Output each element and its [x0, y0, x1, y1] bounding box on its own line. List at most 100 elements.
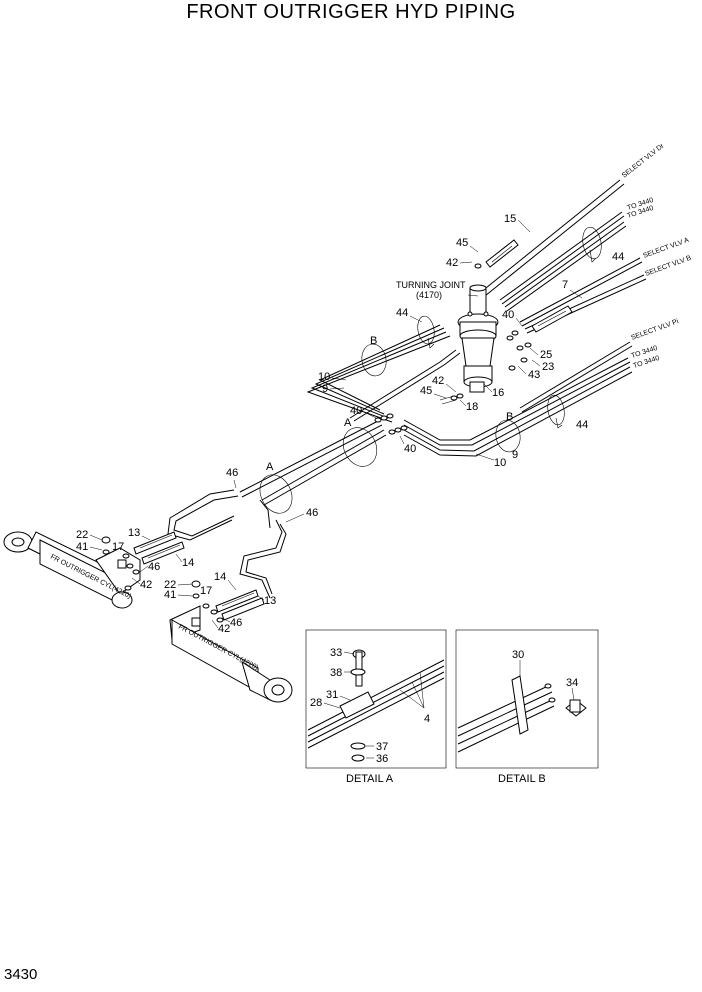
callout-9-upper-text: 9: [322, 383, 328, 395]
callout-22-right-text: 22: [164, 579, 176, 591]
callout-17-right-text: 17: [200, 585, 212, 597]
callout-10-lower: 10: [475, 453, 506, 469]
callout-17-right: 17: [200, 585, 212, 597]
callout-46-top: 46: [226, 467, 238, 489]
clamp-44-upper: [582, 226, 602, 263]
callout-45-mid-text: 45: [420, 385, 432, 397]
middle-pipe-bundle: [306, 324, 461, 423]
sheet-title: FRONT OUTRIGGER HYD PIPING: [186, 1, 516, 23]
callout-9-lower-text: 9: [512, 449, 518, 461]
callout-42-mid: 42: [432, 375, 457, 393]
fittings-turning-joint: [439, 263, 532, 405]
turning-joint: [457, 284, 499, 393]
detail-a-caption: DETAIL A: [346, 773, 394, 785]
turning-joint-ref: (4170): [416, 290, 442, 300]
hose-14-left: [141, 541, 185, 565]
callout-7: 7: [562, 279, 583, 299]
callout-43-text: 43: [528, 369, 540, 381]
callout-22-right: 22: [164, 579, 193, 591]
turning-joint-label: TURNING JOINT: [396, 280, 466, 290]
callout-46-top-text: 46: [226, 467, 238, 479]
callout-22-left: 22: [76, 529, 103, 541]
dest-select-vlv-b: SELECT VLV B: [644, 255, 692, 278]
callout-46-left-text: 46: [148, 561, 160, 573]
dest-select-vlv-pi: SELECT VLV Pi: [630, 318, 680, 342]
hose-13-left: [133, 531, 177, 555]
detail-b-caption: DETAIL B: [498, 773, 546, 785]
callout-25-text: 25: [540, 349, 552, 361]
callout-13-right-text: 13: [264, 595, 276, 607]
section-circle-a-upper: [342, 427, 378, 467]
callout-38: 38: [330, 667, 342, 679]
callout-4: 4: [424, 713, 430, 725]
callout-45-mid: 45: [420, 385, 447, 399]
dest-select-vlv-dr: SELECT VLV Dr: [621, 142, 666, 179]
section-mark-b-upper: B: [370, 335, 377, 347]
callout-41-right: 41: [164, 589, 193, 601]
callout-25: 25: [529, 347, 552, 361]
callout-14-left: 14: [175, 553, 194, 569]
callout-10-upper: 10: [318, 371, 347, 383]
callout-13-left-text: 13: [128, 527, 140, 539]
callout-16: 16: [483, 383, 504, 399]
detail-a-pipes: [307, 659, 445, 749]
callout-14-right: 14: [214, 571, 237, 591]
callout-22-left-text: 22: [76, 529, 88, 541]
hose-7: [531, 305, 573, 333]
callout-17-left-text: 17: [112, 541, 124, 553]
callout-9-upper: 9: [322, 383, 345, 395]
callout-41-left: 41: [76, 541, 103, 553]
callout-13-left: 13: [128, 527, 151, 541]
callout-18: 18: [459, 399, 478, 413]
callout-42-right: 42: [211, 619, 230, 635]
callout-16-text: 16: [492, 387, 504, 399]
callout-41-left-text: 41: [76, 541, 88, 553]
lower-pipe-bundle: [403, 341, 633, 457]
detail-b-clamp: [511, 675, 587, 735]
callout-18-text: 18: [466, 401, 478, 413]
callout-15: 15: [504, 213, 531, 233]
callout-42-right-text: 42: [218, 623, 230, 635]
cylinder-fittings-left: [101, 536, 140, 591]
callout-9-lower: 9: [512, 449, 518, 461]
diagonal-pipe-bundle: [167, 419, 387, 599]
callout-33: 33: [330, 647, 342, 659]
callout-46-mid: 46: [285, 507, 318, 523]
callout-40-left-lower-text: 40: [404, 443, 416, 455]
callout-46-right: 46: [221, 617, 242, 629]
callout-46-mid-text: 46: [306, 507, 318, 519]
callout-41-right-text: 41: [164, 589, 176, 601]
callout-14-right-text: 14: [214, 571, 226, 583]
callout-30: 30: [512, 649, 524, 661]
callout-13-right: 13: [257, 595, 276, 607]
callout-40-left-upper-text: 40: [350, 405, 362, 417]
callout-23: 23: [531, 359, 554, 373]
callout-7-text: 7: [562, 279, 568, 291]
detail-b-panel: 30 34: [455, 629, 599, 769]
section-mark-b-lower: B: [506, 411, 513, 423]
section-mark-a-upper: A: [344, 417, 352, 429]
detail-a-clamp: [339, 649, 375, 762]
fittings-40: [374, 413, 408, 435]
callout-40-left-upper: 40: [350, 405, 377, 419]
callout-45-top-text: 45: [456, 237, 468, 249]
callout-44-upper-text: 44: [612, 251, 624, 263]
callout-45-top: 45: [456, 237, 479, 253]
section-mark-a-lower: A: [266, 461, 274, 473]
left-outrigger-cylinder: FR OUTRIGGER CYL(4220): [3, 531, 141, 609]
callout-28: 28: [310, 697, 322, 709]
section-circle-a-lower: [259, 474, 293, 514]
callout-44-middle-text: 44: [396, 307, 408, 319]
callout-42-left-text: 42: [140, 579, 152, 591]
callout-44-lower-text: 44: [576, 419, 588, 431]
detail-a-panel: 33 38 31 28 4 37 36: [305, 629, 447, 769]
page-number: 3430: [4, 966, 38, 983]
callout-40-right: 40: [502, 309, 523, 327]
callout-44-lower: 44: [576, 419, 588, 431]
callout-34: 34: [566, 677, 578, 689]
hose-14-right: [221, 597, 265, 621]
callout-42-top: 42: [446, 257, 473, 269]
callout-43: 43: [517, 365, 540, 381]
hose-15: [485, 239, 519, 268]
